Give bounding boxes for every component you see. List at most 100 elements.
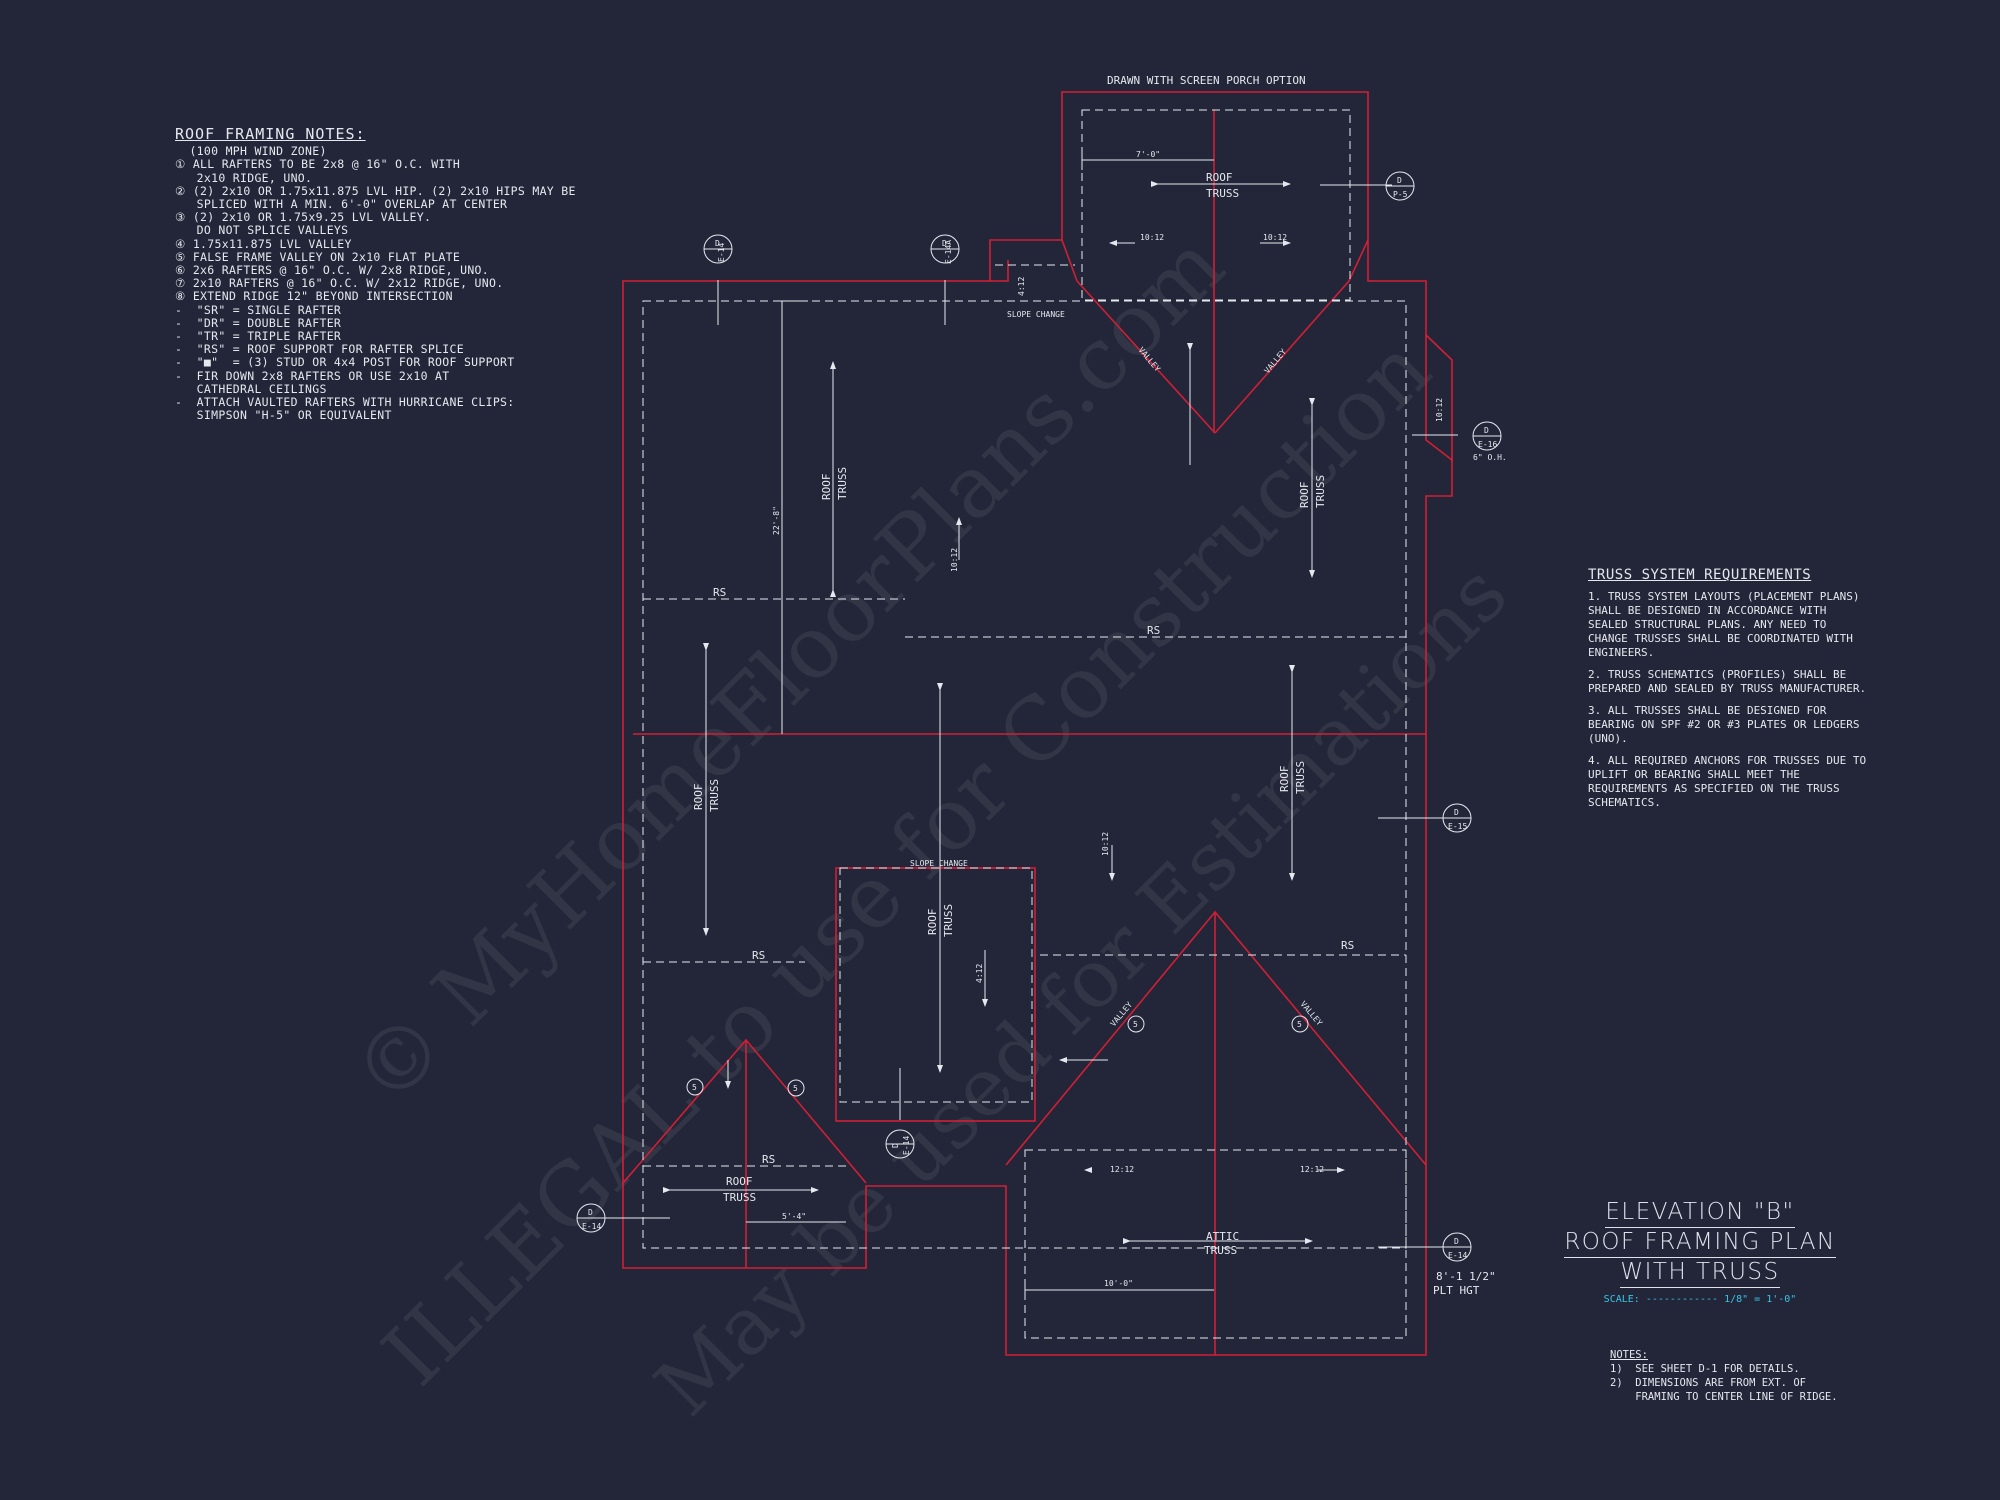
plate-height-label: PLT HGT	[1433, 1284, 1480, 1297]
tag-4-d: D	[1484, 426, 1489, 435]
roof-framing-note-line: - "DR" = DOUBLE RAFTER	[175, 315, 342, 330]
overhang-label: 6" O.H.	[1473, 453, 1507, 462]
valley-label-porch-right: VALLEY	[1263, 347, 1289, 375]
dashed-wall-lines	[642, 109, 1407, 1339]
scale-label: SCALE: ------------ 1/8" = 1'-0"	[1603, 1294, 1797, 1305]
roof-framing-note-line: ⑥ 2x6 RAFTERS @ 16" O.C. W/ 2x8 RIDGE, U…	[175, 263, 489, 278]
truss-label-b: TRUSS	[1314, 475, 1327, 508]
tag-8-ref: E-14	[902, 1136, 911, 1155]
title-line-3: WITH TRUSS	[1620, 1258, 1780, 1288]
sheet-note-3: FRAMING TO CENTER LINE OF RIDGE.	[1610, 1391, 1838, 1403]
pitch-porch-right: 10:12	[1263, 233, 1287, 242]
roof-framing-note-line: ⑦ 2x10 RAFTERS @ 16" O.C. W/ 2x12 RIDGE,…	[175, 276, 504, 291]
detail-tag-5	[1442, 803, 1472, 833]
pitch-10-12-b: 10:12	[1101, 832, 1110, 856]
tag-7-d: D	[588, 1208, 593, 1217]
tag-8-d: D	[891, 1143, 900, 1148]
circled-5-a	[686, 1078, 704, 1096]
title-line-1: ELEVATION "B"	[1605, 1198, 1795, 1228]
sheet-note-2: 2) DIMENSIONS ARE FROM EXT. OF	[1610, 1377, 1806, 1389]
pitch-porch-left: 10:12	[1140, 233, 1164, 242]
truss-requirement-1: 1. TRUSS SYSTEM LAYOUTS (PLACEMENT PLANS…	[1588, 590, 1860, 659]
dim-10-0: 10'-0"	[1104, 1279, 1133, 1288]
circled-5-d	[1291, 1015, 1309, 1033]
roof-label-d: ROOF	[1278, 766, 1291, 793]
roof-framing-note-line: - "TR" = TRIPLE RAFTER	[175, 329, 342, 344]
detail-tag-7	[576, 1203, 606, 1233]
porch-note: DRAWN WITH SCREEN PORCH OPTION	[1107, 74, 1306, 87]
truss-requirement-2: 2. TRUSS SCHEMATICS (PROFILES) SHALL BE …	[1588, 668, 1867, 695]
plate-height-value: 8'-1 1/2"	[1436, 1270, 1496, 1283]
valley-label-lower-right: VALLEY	[1298, 1000, 1324, 1028]
tag-4-ref: E-16	[1478, 440, 1497, 449]
dim-7-0: 7'-0"	[1136, 150, 1160, 159]
roof-framing-note-line: - FIR DOWN 2x8 RAFTERS OR USE 2x10 AT	[175, 368, 450, 383]
roof-label-f: ROOF	[726, 1175, 753, 1188]
tag-1-ref: E-14	[717, 243, 726, 262]
truss-label-d: TRUSS	[1294, 761, 1307, 794]
title-block: ELEVATION "B" ROOF FRAMING PLAN WITH TRU…	[1560, 1198, 1840, 1305]
roof-framing-note-line: - "SR" = SINGLE RAFTER	[175, 302, 342, 317]
roof-label-b: ROOF	[1298, 482, 1311, 509]
roof-framing-note-line: ③ (2) 2x10 OR 1.75x9.25 LVL VALLEY.	[175, 210, 432, 225]
tag-2-ref: E-14A	[944, 240, 953, 264]
detail-tag-2	[930, 234, 960, 264]
truss-label-attic: TRUSS	[1204, 1244, 1237, 1257]
dim-5-4: 5'-4"	[782, 1212, 806, 1221]
roof-framing-note-line: 2x10 RIDGE, UNO.	[175, 170, 313, 185]
title-line-2: ROOF FRAMING PLAN	[1564, 1228, 1836, 1258]
tag-5-d: D	[1454, 808, 1459, 817]
truss-requirement-4: 4. ALL REQUIRED ANCHORS FOR TRUSSES DUE …	[1588, 754, 1867, 809]
roof-framing-note-line: ④ 1.75x11.875 LVL VALLEY	[175, 236, 352, 251]
detail-tag-1	[703, 234, 733, 264]
pitch-4-12-top: 4:12	[1017, 277, 1026, 296]
rs-label-4: RS	[1341, 939, 1354, 952]
tag-6-ref: E-14	[1448, 1251, 1467, 1260]
attic-label: ATTIC	[1206, 1230, 1239, 1243]
pitch-12-12-left: 12:12	[1110, 1165, 1134, 1174]
roof-framing-note-line: ⑤ FALSE FRAME VALLEY ON 2x10 FLAT PLATE	[175, 249, 461, 264]
truss-label-c: TRUSS	[708, 779, 721, 812]
tag-3-d: D	[1397, 176, 1402, 185]
truss-label-f: TRUSS	[723, 1191, 756, 1204]
rs-label-1: RS	[713, 586, 726, 599]
sheet-notes: NOTES: 1) SEE SHEET D-1 FOR DETAILS. 2) …	[1610, 1348, 1870, 1404]
roof-framing-note-line: DO NOT SPLICE VALLEYS	[175, 223, 349, 238]
detail-tag-4	[1472, 421, 1502, 451]
tag-5-ref: E-15	[1448, 822, 1467, 831]
truss-label-e: TRUSS	[942, 904, 955, 937]
detail-tag-8	[885, 1129, 915, 1159]
roof-framing-note-line: - "RS" = ROOF SUPPORT FOR RAFTER SPLICE	[175, 342, 464, 357]
sheet-note-1: 1) SEE SHEET D-1 FOR DETAILS.	[1610, 1363, 1800, 1375]
roof-label-e: ROOF	[926, 909, 939, 936]
circled-5-d-text: 5	[1297, 1020, 1302, 1029]
circled-5-c	[1127, 1015, 1145, 1033]
wall-outline	[622, 91, 1453, 1356]
detail-tag-3	[1385, 171, 1415, 201]
tag-6-d: D	[1454, 1237, 1459, 1246]
plan-labels: DRAWN WITH SCREEN PORCH OPTION ROOF TRUS…	[582, 74, 1507, 1297]
roof-framing-note-line: SPLICED WITH A MIN. 6'-0" OVERLAP AT CEN…	[175, 197, 508, 212]
roof-framing-note-line: ① ALL RAFTERS TO BE 2x8 @ 16" O.C. WITH	[175, 157, 461, 172]
truss-label-a: TRUSS	[836, 467, 849, 500]
circled-5-c-text: 5	[1133, 1020, 1138, 1029]
roof-framing-notes-title: ROOF FRAMING NOTES:	[175, 125, 366, 143]
pitch-10-12-a: 10:12	[950, 548, 959, 572]
truss-requirements-title: TRUSS SYSTEM REQUIREMENTS	[1588, 567, 1812, 583]
detail-tags	[576, 171, 1502, 1262]
roof-label-a: ROOF	[820, 474, 833, 501]
pitch-10-12-right: 10:12	[1435, 398, 1444, 422]
pitch-4-12-mid: 4:12	[975, 964, 984, 983]
tag-2-d: D	[942, 239, 947, 248]
rs-label-5: RS	[762, 1153, 775, 1166]
tag-3-ref: P-5	[1393, 190, 1408, 199]
circled-5-b-text: 5	[793, 1084, 798, 1093]
truss-system-requirements: TRUSS SYSTEM REQUIREMENTS 1. TRUSS SYSTE…	[1588, 568, 1868, 818]
roof-framing-notes-list: (100 MPH WIND ZONE)① ALL RAFTERS TO BE 2…	[175, 145, 615, 422]
detail-tag-6	[1442, 1232, 1472, 1262]
roof-framing-note-line: SIMPSON "H-5" OR EQUIVALENT	[175, 408, 392, 423]
main-roof-outline	[622, 91, 1453, 1356]
truss-label-porch: TRUSS	[1206, 187, 1239, 200]
roof-framing-note-line: - ATTACH VAULTED RAFTERS WITH HURRICANE …	[175, 395, 515, 410]
